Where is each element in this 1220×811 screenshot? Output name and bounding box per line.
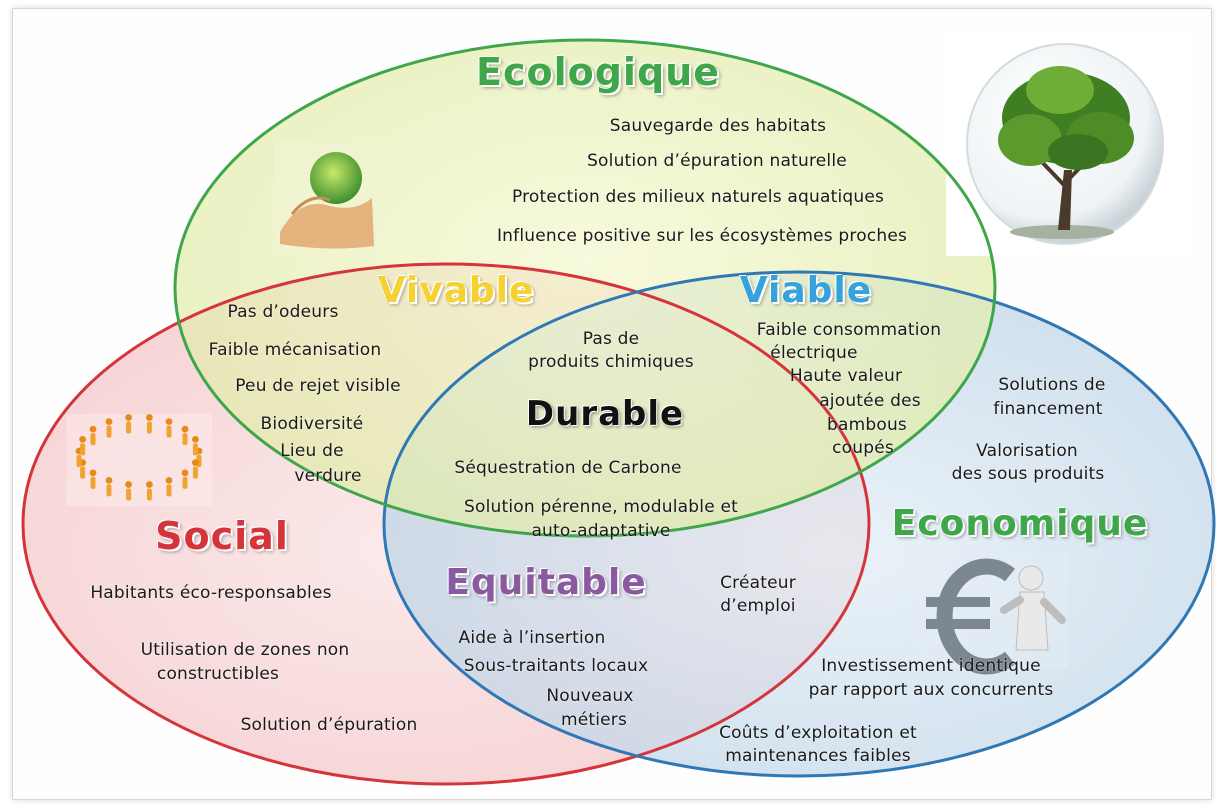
people-circle-icon: [66, 414, 212, 506]
economique-item: Investissement identique: [821, 656, 1041, 676]
equitable-title: Equitable: [445, 562, 647, 603]
economique-item: maintenances faibles: [725, 746, 911, 766]
equitable-item: Créateur: [720, 573, 796, 593]
durable-title: Durable: [525, 394, 685, 434]
economique-item: Solutions de: [998, 375, 1106, 395]
equitable-item: Sous-traitants locaux: [463, 656, 649, 676]
vivable-item: verdure: [294, 466, 362, 486]
tree-in-bubble-icon: [946, 30, 1192, 256]
vivable-item: Lieu de: [280, 441, 344, 461]
viable-item: Haute valeur: [789, 366, 903, 386]
social-title: Social: [155, 514, 289, 558]
viable-title: Viable: [739, 270, 873, 311]
ecologique-item: Protection des milieux naturels aquatiqu…: [511, 187, 885, 207]
vivable-item: Peu de rejet visible: [235, 376, 401, 396]
durable-item: auto-adaptative: [531, 521, 671, 541]
ecologique-item: Solution d’épuration naturelle: [587, 151, 847, 171]
ecologique-circle-outline: [173, 38, 997, 538]
economique-item: Valorisation: [976, 441, 1078, 461]
economique-item: Coûts d’exploitation et: [719, 723, 917, 743]
economique-item: par rapport aux concurrents: [808, 680, 1054, 700]
viable-item: coupés: [832, 438, 894, 458]
ecologique-title: Ecologique: [476, 50, 720, 94]
durable-item: Solution pérenne, modulable et: [464, 497, 738, 517]
social-circle-outline: [21, 262, 871, 786]
viable-item: Faible consommation: [756, 320, 942, 340]
social-item: constructibles: [156, 664, 280, 684]
economique-title: Economique: [891, 503, 1149, 544]
equitable-item: Aide à l’insertion: [458, 628, 606, 648]
economique-item: financement: [993, 399, 1103, 419]
vivable-item: Faible mécanisation: [208, 340, 382, 360]
vivable-item: Biodiversité: [260, 414, 364, 434]
viable-item: bambous: [827, 415, 907, 435]
hands-holding-globe-icon: [274, 142, 378, 254]
equitable-item: Nouveaux: [546, 686, 634, 706]
viable-item: ajoutée des: [819, 391, 921, 411]
equitable-item: métiers: [560, 710, 628, 730]
social-item: Solution d’épuration: [240, 715, 418, 735]
ecologique-circle-fill: [175, 40, 995, 536]
economique-item: des sous produits: [951, 464, 1105, 484]
euro-figure-icon: [918, 552, 1068, 675]
social-item: Utilisation de zones non: [140, 640, 350, 660]
ecologique-item: Influence positive sur les écosystèmes p…: [496, 226, 908, 246]
viable-item: électrique: [770, 343, 858, 363]
vivable-item: Pas d’odeurs: [227, 302, 339, 322]
durable-item: produits chimiques: [528, 352, 694, 372]
economique-circle-outline: [382, 270, 1216, 778]
ecologique-item: Sauvegarde des habitats: [609, 116, 827, 136]
durable-item: Pas de: [582, 329, 640, 349]
vivable-title: Vivable: [377, 270, 535, 311]
equitable-item: d’emploi: [720, 596, 796, 616]
durable-item: Séquestration de Carbone: [454, 458, 682, 478]
social-item: Habitants éco-responsables: [90, 583, 332, 603]
